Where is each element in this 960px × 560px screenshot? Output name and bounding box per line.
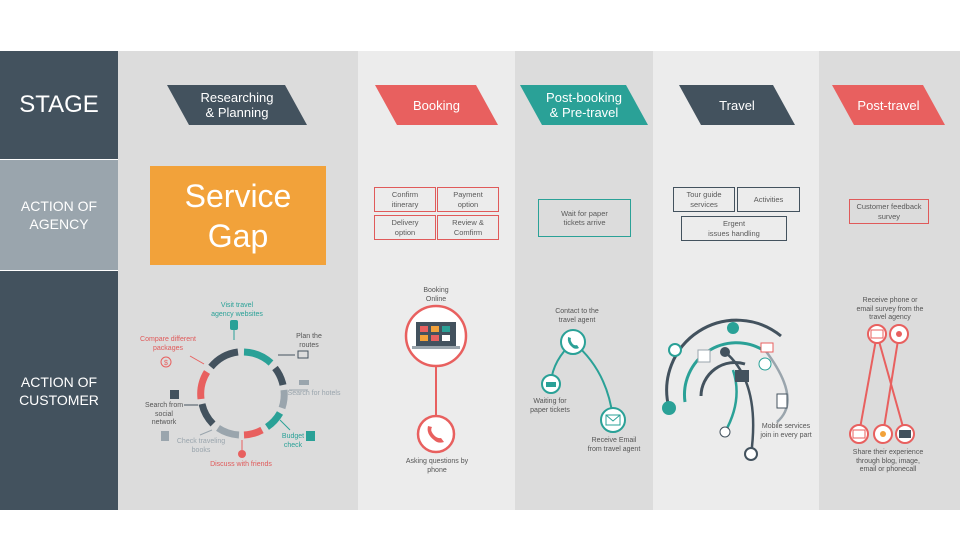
- research-books-label: Check traveling books: [176, 438, 226, 454]
- chat-icon: [760, 342, 774, 353]
- phone-icon: [567, 337, 579, 349]
- posttravel-share-label: Share their experience through blog, ima…: [852, 449, 924, 473]
- people-icon: [238, 450, 246, 458]
- agency-booking-item-text: Payment option: [453, 190, 483, 209]
- research-ring: $: [160, 320, 315, 458]
- wifi-icon: [758, 357, 772, 371]
- travel-mobile-label: Mobile services join in every part: [760, 423, 812, 439]
- postbooking-waiting-label: Waiting for paper tickets: [530, 398, 570, 414]
- row-label-agency-text: ACTION OF AGENCY: [20, 198, 98, 232]
- image-icon: [899, 430, 911, 438]
- stage-shape: [375, 85, 498, 125]
- postbooking-contact-label: Contact to the travel agent: [555, 308, 599, 324]
- research-friends-label: Discuss with friends: [210, 461, 272, 468]
- pin-icon: [668, 343, 682, 357]
- row-label-customer-text: ACTION OF CUSTOMER: [19, 373, 99, 408]
- map-icon: [776, 393, 788, 409]
- agency-travel-item: Tour guide services: [673, 187, 735, 212]
- cursor-icon: [230, 320, 238, 330]
- research-social-label: Search from social network: [144, 402, 184, 426]
- stage-booking-label: Booking: [413, 97, 460, 113]
- posttravel-diagram: [849, 324, 915, 444]
- agency-booking-item: Review & Comfirm: [437, 215, 499, 240]
- book-icon: [161, 431, 169, 441]
- agency-postbooking-item: Wait for paper tickets arrive: [538, 199, 631, 237]
- row-label-stage-text: STAGE: [19, 91, 99, 118]
- column-postbooking: [515, 51, 653, 510]
- stage-postbooking: Post-booking & Pre-travel: [520, 85, 648, 125]
- research-hotels-label: Search for hotels: [287, 390, 341, 397]
- agency-posttravel-item: Customer feedback survey: [849, 199, 929, 224]
- hotel-icon: [697, 349, 711, 363]
- email-icon: [870, 329, 884, 339]
- laptop-icon: [412, 322, 460, 349]
- booking-diagram: [404, 304, 468, 454]
- stage-travel-label: Travel: [719, 97, 755, 113]
- agency-travel-item: Activities: [737, 187, 800, 212]
- display-icon: [297, 350, 309, 359]
- svg-text:$: $: [164, 360, 168, 367]
- stage-posttravel: Post-travel: [832, 85, 945, 125]
- travel-diagram: [662, 318, 789, 461]
- stage-shape: [832, 85, 945, 125]
- stage-shape: [679, 85, 795, 125]
- booking-online-label: Booking Online: [423, 287, 449, 303]
- stage-research-label: Researching & Planning: [200, 90, 274, 120]
- agency-booking-item: Payment option: [437, 187, 499, 212]
- clock-icon: [719, 426, 731, 438]
- bed-icon: [299, 380, 309, 385]
- research-plan-label: Plan the routes: [296, 333, 322, 349]
- service-gap-box: Service Gap: [150, 166, 326, 265]
- email-icon: [852, 429, 866, 439]
- agency-travel-item-text: Activities: [753, 194, 784, 204]
- stage-research: Researching & Planning: [167, 85, 307, 125]
- row-label-customer: ACTION OF CUSTOMER: [0, 271, 118, 510]
- phone-icon: [880, 431, 886, 437]
- agency-travel-item-text: Tour guide services: [686, 190, 722, 209]
- calculator-icon: [306, 431, 315, 441]
- email-icon: [605, 414, 621, 426]
- agency-booking-item-text: Confirm itinerary: [391, 190, 419, 209]
- stage-shape: [520, 85, 648, 125]
- agency-posttravel-item-text: Customer feedback survey: [856, 202, 922, 221]
- booking-phone-label: Asking questions by phone: [405, 458, 469, 474]
- research-visit-label: Visit travel agency websites: [211, 302, 263, 318]
- stage-shape: [167, 85, 307, 125]
- ticket-icon: [546, 382, 556, 387]
- row-label-agency: ACTION OF AGENCY: [0, 160, 118, 270]
- stage-postbooking-label: Post-booking & Pre-travel: [546, 90, 622, 120]
- dollar-icon: $: [160, 356, 172, 368]
- stage-posttravel-label: Post-travel: [857, 97, 920, 113]
- agency-travel-item: Ergent issues handling: [681, 216, 787, 241]
- phone-icon: [427, 426, 444, 443]
- agency-booking-item-text: Delivery option: [391, 218, 419, 237]
- row-label-stage: STAGE: [0, 51, 118, 159]
- phone-icon: [896, 331, 902, 337]
- card-icon: [735, 370, 749, 382]
- column-travel: [653, 51, 819, 510]
- postbooking-diagram: [541, 329, 626, 433]
- agency-travel-item-text: Ergent issues handling: [708, 219, 760, 238]
- research-budget-label: Budget check: [281, 433, 305, 449]
- agency-booking-item: Confirm itinerary: [374, 187, 436, 212]
- posttravel-receive-label: Receive phone or email survey from the t…: [856, 297, 924, 321]
- agency-booking-item: Delivery option: [374, 215, 436, 240]
- stage-booking: Booking: [375, 85, 498, 125]
- postbooking-email-label: Receive Email from travel agent: [587, 437, 641, 453]
- stage-travel: Travel: [679, 85, 795, 125]
- service-gap-text: Service Gap: [184, 177, 292, 254]
- thumbs-up-icon: [170, 390, 179, 399]
- plane-icon: [662, 401, 676, 415]
- research-compare-label: Compare different packages: [140, 336, 196, 352]
- globe-icon: [727, 322, 739, 334]
- agency-postbooking-item-text: Wait for paper tickets arrive: [561, 208, 608, 228]
- agency-booking-item-text: Review & Comfirm: [452, 218, 484, 237]
- location-icon: [744, 447, 758, 461]
